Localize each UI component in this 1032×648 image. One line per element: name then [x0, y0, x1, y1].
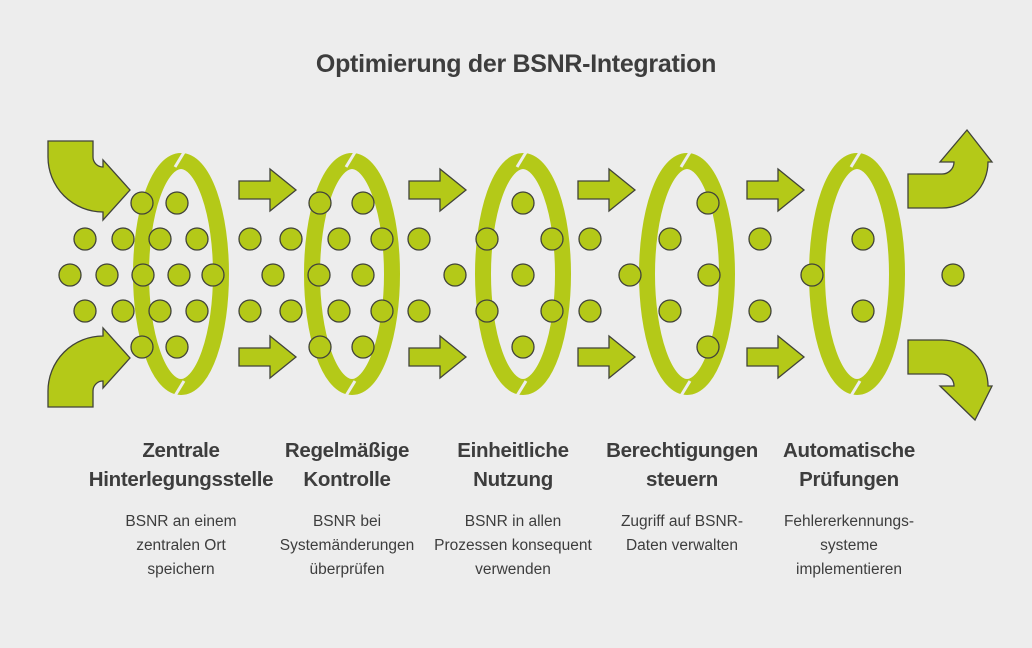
ring-highlight: [515, 148, 530, 168]
flow-arrow-icon: [746, 167, 806, 213]
data-dot: [851, 299, 875, 323]
outflow-top-right-arrow-icon: [907, 128, 994, 209]
page-title: Optimierung der BSNR-Integration: [315, 50, 717, 78]
ring-highlight: [679, 148, 694, 168]
data-dot: [578, 299, 602, 323]
data-dot: [73, 299, 97, 323]
ring-highlight: [344, 148, 359, 168]
flow-arrow-icon: [408, 334, 468, 380]
ring-highlight: [173, 148, 188, 168]
process-ring-5: [809, 153, 905, 395]
stage-description: Zugriff auf BSNR- Daten verwalten: [620, 513, 744, 554]
data-dot: [511, 335, 535, 359]
data-dot: [130, 191, 154, 215]
data-dot: [851, 227, 875, 251]
inflow-bottom-left-arrow-icon: [47, 326, 131, 408]
data-dot: [658, 227, 682, 251]
stage-heading: Automatische Prüfungen: [783, 439, 915, 491]
ring-highlight: [342, 380, 357, 400]
data-dot: [618, 263, 642, 287]
ring-highlight: [847, 380, 862, 400]
data-dot: [148, 227, 172, 251]
data-dot: [327, 299, 351, 323]
data-dot: [475, 299, 499, 323]
data-dot: [308, 335, 332, 359]
data-dot: [511, 191, 535, 215]
stage-heading: Berechtigungen steuern: [606, 439, 758, 491]
data-dot: [327, 227, 351, 251]
data-dot: [475, 227, 499, 251]
data-dot: [73, 227, 97, 251]
stage-description: BSNR bei Systemänderungen überprüfen: [279, 513, 415, 578]
flow-arrow-icon: [408, 167, 468, 213]
data-dot: [167, 263, 191, 287]
data-dot: [800, 263, 824, 287]
data-dot: [370, 227, 394, 251]
data-dot: [748, 299, 772, 323]
data-dot: [407, 227, 431, 251]
data-dot: [696, 335, 720, 359]
stage-description: BSNR in allen Prozessen konsequent verwe…: [434, 513, 592, 578]
data-dot: [238, 299, 262, 323]
stage-heading: Regelmäßige Kontrolle: [284, 439, 410, 491]
flow-arrow-icon: [746, 334, 806, 380]
ring-highlight: [171, 380, 186, 400]
data-dot: [238, 227, 262, 251]
data-dot: [370, 299, 394, 323]
data-dot: [165, 191, 189, 215]
flow-arrow-icon: [238, 334, 298, 380]
data-dot: [58, 263, 82, 287]
data-dot: [130, 335, 154, 359]
data-dot: [148, 299, 172, 323]
data-dot: [185, 227, 209, 251]
data-dot: [696, 191, 720, 215]
data-dot: [578, 227, 602, 251]
outflow-bottom-right-arrow-icon: [907, 339, 994, 422]
data-dot: [95, 263, 119, 287]
flow-arrow-icon: [577, 334, 637, 380]
ring-highlight: [513, 380, 528, 400]
data-dot: [748, 227, 772, 251]
data-dot: [307, 263, 331, 287]
data-dot: [165, 335, 189, 359]
data-dot: [697, 263, 721, 287]
flow-arrow-icon: [577, 167, 637, 213]
stage-heading: Einheitliche Nutzung: [457, 439, 569, 491]
stage-heading: Zentrale Hinterlegungsstelle: [88, 439, 274, 491]
stage-description: BSNR an einem zentralen Ort speichern: [125, 513, 237, 578]
ring-highlight: [677, 380, 692, 400]
data-dot: [351, 263, 375, 287]
data-dot: [540, 227, 564, 251]
data-dot: [201, 263, 225, 287]
data-dot: [407, 299, 431, 323]
data-dot: [308, 191, 332, 215]
ring-highlight: [849, 148, 864, 168]
data-dot: [261, 263, 285, 287]
data-dot: [111, 227, 135, 251]
data-dot: [351, 335, 375, 359]
data-dot: [111, 299, 135, 323]
data-dot: [658, 299, 682, 323]
flow-arrow-icon: [238, 167, 298, 213]
data-dot: [540, 299, 564, 323]
data-dot: [279, 227, 303, 251]
data-dot: [279, 299, 303, 323]
data-dot: [443, 263, 467, 287]
stage-description: Fehlererkennungs- systeme implementieren: [783, 513, 915, 578]
data-dot: [185, 299, 209, 323]
data-dot: [941, 263, 965, 287]
data-dot: [351, 191, 375, 215]
data-dot: [131, 263, 155, 287]
data-dot: [511, 263, 535, 287]
inflow-top-left-arrow-icon: [47, 140, 131, 222]
